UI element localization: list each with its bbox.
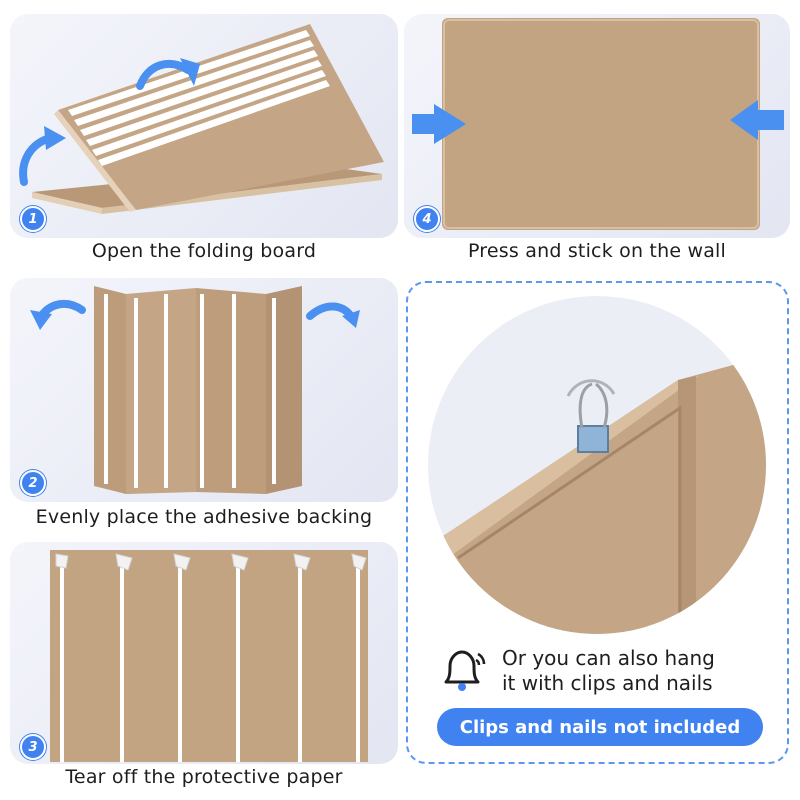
step-4-caption: Press and stick on the wall: [467, 240, 726, 262]
hanging-option-box: [406, 281, 789, 764]
curved-arrow-icon: [136, 59, 192, 90]
push-arrow-icon: [412, 104, 466, 144]
protective-paper-illustration: [50, 550, 368, 762]
clip-closeup: [428, 296, 766, 634]
step-number-badge: 3: [20, 734, 46, 760]
binder-clip-icon: [566, 379, 616, 453]
step-1-panel: 1: [10, 14, 398, 238]
hang-option-text: Or you can also hang it with clips and n…: [502, 646, 715, 696]
not-included-notice: Clips and nails not included: [437, 708, 763, 746]
folding-board-illustration: [19, 24, 384, 214]
adhesive-strips: [60, 566, 360, 762]
step-number-badge: 2: [20, 470, 46, 496]
adhesive-backing-illustration: [30, 286, 360, 494]
step-3-caption: Tear off the protective paper: [65, 766, 343, 788]
peeled-paper-tabs: [55, 553, 367, 571]
board: [50, 550, 368, 762]
step-number-badge: 1: [20, 206, 46, 232]
step-3-panel: 3: [10, 542, 398, 764]
step-4-panel: 4: [404, 14, 790, 238]
bell-icon: [444, 650, 486, 691]
adhesive-strips: [104, 294, 276, 488]
step-2-caption: Evenly place the adhesive backing: [35, 506, 373, 528]
hang-option-line-2: it with clips and nails: [502, 671, 713, 695]
board: [442, 18, 760, 230]
step-number-badge: 4: [414, 206, 440, 232]
hang-option-line-1: Or you can also hang: [502, 646, 715, 670]
board: [428, 356, 766, 634]
step-2-panel: 2: [10, 278, 398, 502]
board-on-wall-illustration: [412, 18, 784, 230]
push-arrow-icon: [730, 100, 784, 140]
board-with-clip-illustration: [428, 356, 766, 634]
step-1-caption: Open the folding board: [91, 240, 317, 262]
